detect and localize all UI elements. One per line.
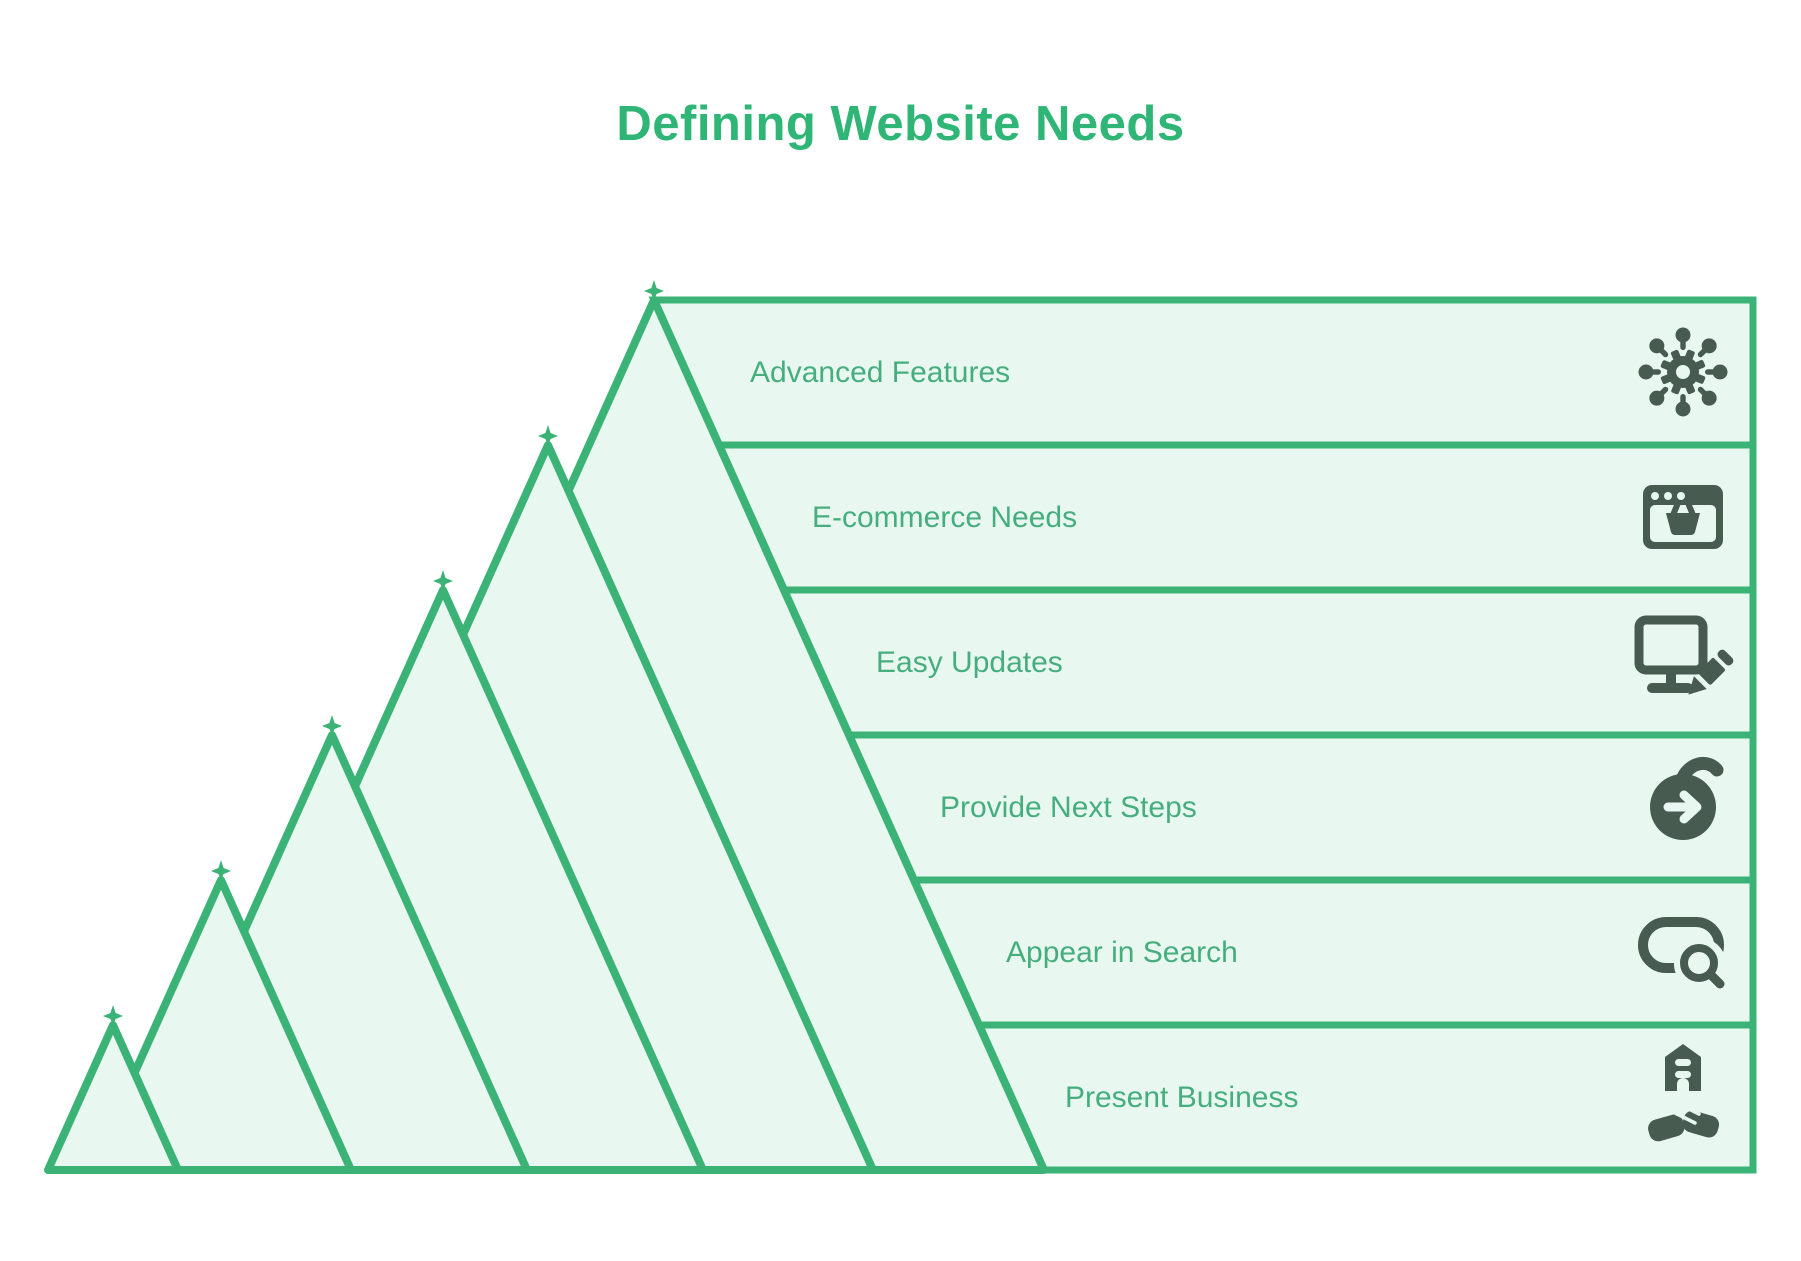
- page-title: Defining Website Needs: [616, 97, 1185, 151]
- sparkle-icon: [433, 570, 453, 590]
- sparkle-icon: [322, 715, 342, 735]
- row-appear-in-search: Appear in Search: [908, 876, 1757, 1029]
- sparkle-icon: [644, 280, 664, 300]
- row-provide-next-steps: Provide Next Steps: [843, 731, 1757, 884]
- row-easy-updates: Easy Updates: [778, 586, 1757, 739]
- sparkle-icon: [538, 425, 558, 445]
- pyramid-triangles: [44, 296, 1048, 1174]
- monitor-edit-icon: [1634, 615, 1734, 695]
- row-label: Appear in Search: [1006, 936, 1238, 969]
- pyramid-layer-5: [87, 876, 355, 1174]
- row-label: Easy Updates: [876, 646, 1063, 679]
- next-step-arrow-icon: [1650, 756, 1724, 840]
- row-label: E-commerce Needs: [812, 501, 1077, 534]
- sparkle-icon: [211, 860, 231, 880]
- pyramid-layer-6: [44, 1021, 182, 1174]
- row-label: Present Business: [1065, 1081, 1298, 1114]
- row-label: Advanced Features: [750, 356, 1010, 389]
- search-icon: [1638, 917, 1726, 990]
- business-handshake-icon: [1648, 1044, 1720, 1142]
- browser-basket-icon: [1643, 485, 1723, 549]
- row-advanced-features: Advanced Features: [648, 296, 1757, 449]
- hub-gear-icon: [1638, 327, 1728, 417]
- row-label: Provide Next Steps: [940, 791, 1197, 824]
- row-present-business: Present Business: [973, 1021, 1757, 1174]
- sparkle-icon: [103, 1005, 123, 1025]
- peak-sparkles: [103, 280, 664, 1025]
- row-ecommerce-needs: E-commerce Needs: [713, 441, 1757, 594]
